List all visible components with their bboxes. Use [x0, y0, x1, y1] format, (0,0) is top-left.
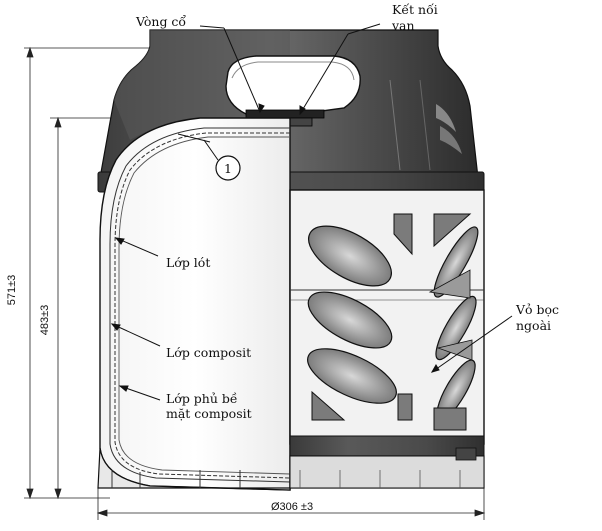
vessel-section-left [99, 117, 291, 491]
outer-casing-right [289, 189, 485, 490]
label-lop-lot: Lớp lót [166, 255, 210, 270]
dimension-total-height [24, 46, 150, 500]
dimension-diameter [96, 488, 486, 520]
label-lop-phu-line1: Lớp phủ bề [166, 391, 238, 406]
label-ket-noi-van-line2: van [391, 18, 415, 33]
label-vong-co: Vòng cổ [135, 14, 186, 29]
diameter-label: Ø306 ±3 [271, 501, 313, 513]
dimension-body-height [50, 116, 145, 500]
total-height-label: 571±3 [6, 275, 18, 306]
label-vo-boc-line1: Vỏ bọc [515, 302, 559, 317]
callout-number: 1 [224, 161, 232, 176]
label-vo-boc-line2: ngoài [516, 318, 551, 333]
leader-lines [110, 23, 513, 401]
bottom-band [289, 435, 485, 457]
base-skirt [97, 447, 485, 491]
label-ket-noi-van-line1: Kết nối [392, 2, 438, 17]
label-lop-phu-line2: mặt composit [166, 406, 252, 421]
body-height-label: 483±3 [39, 305, 51, 336]
callout-circle [215, 155, 241, 181]
label-lop-composit: Lớp composit [166, 345, 251, 360]
